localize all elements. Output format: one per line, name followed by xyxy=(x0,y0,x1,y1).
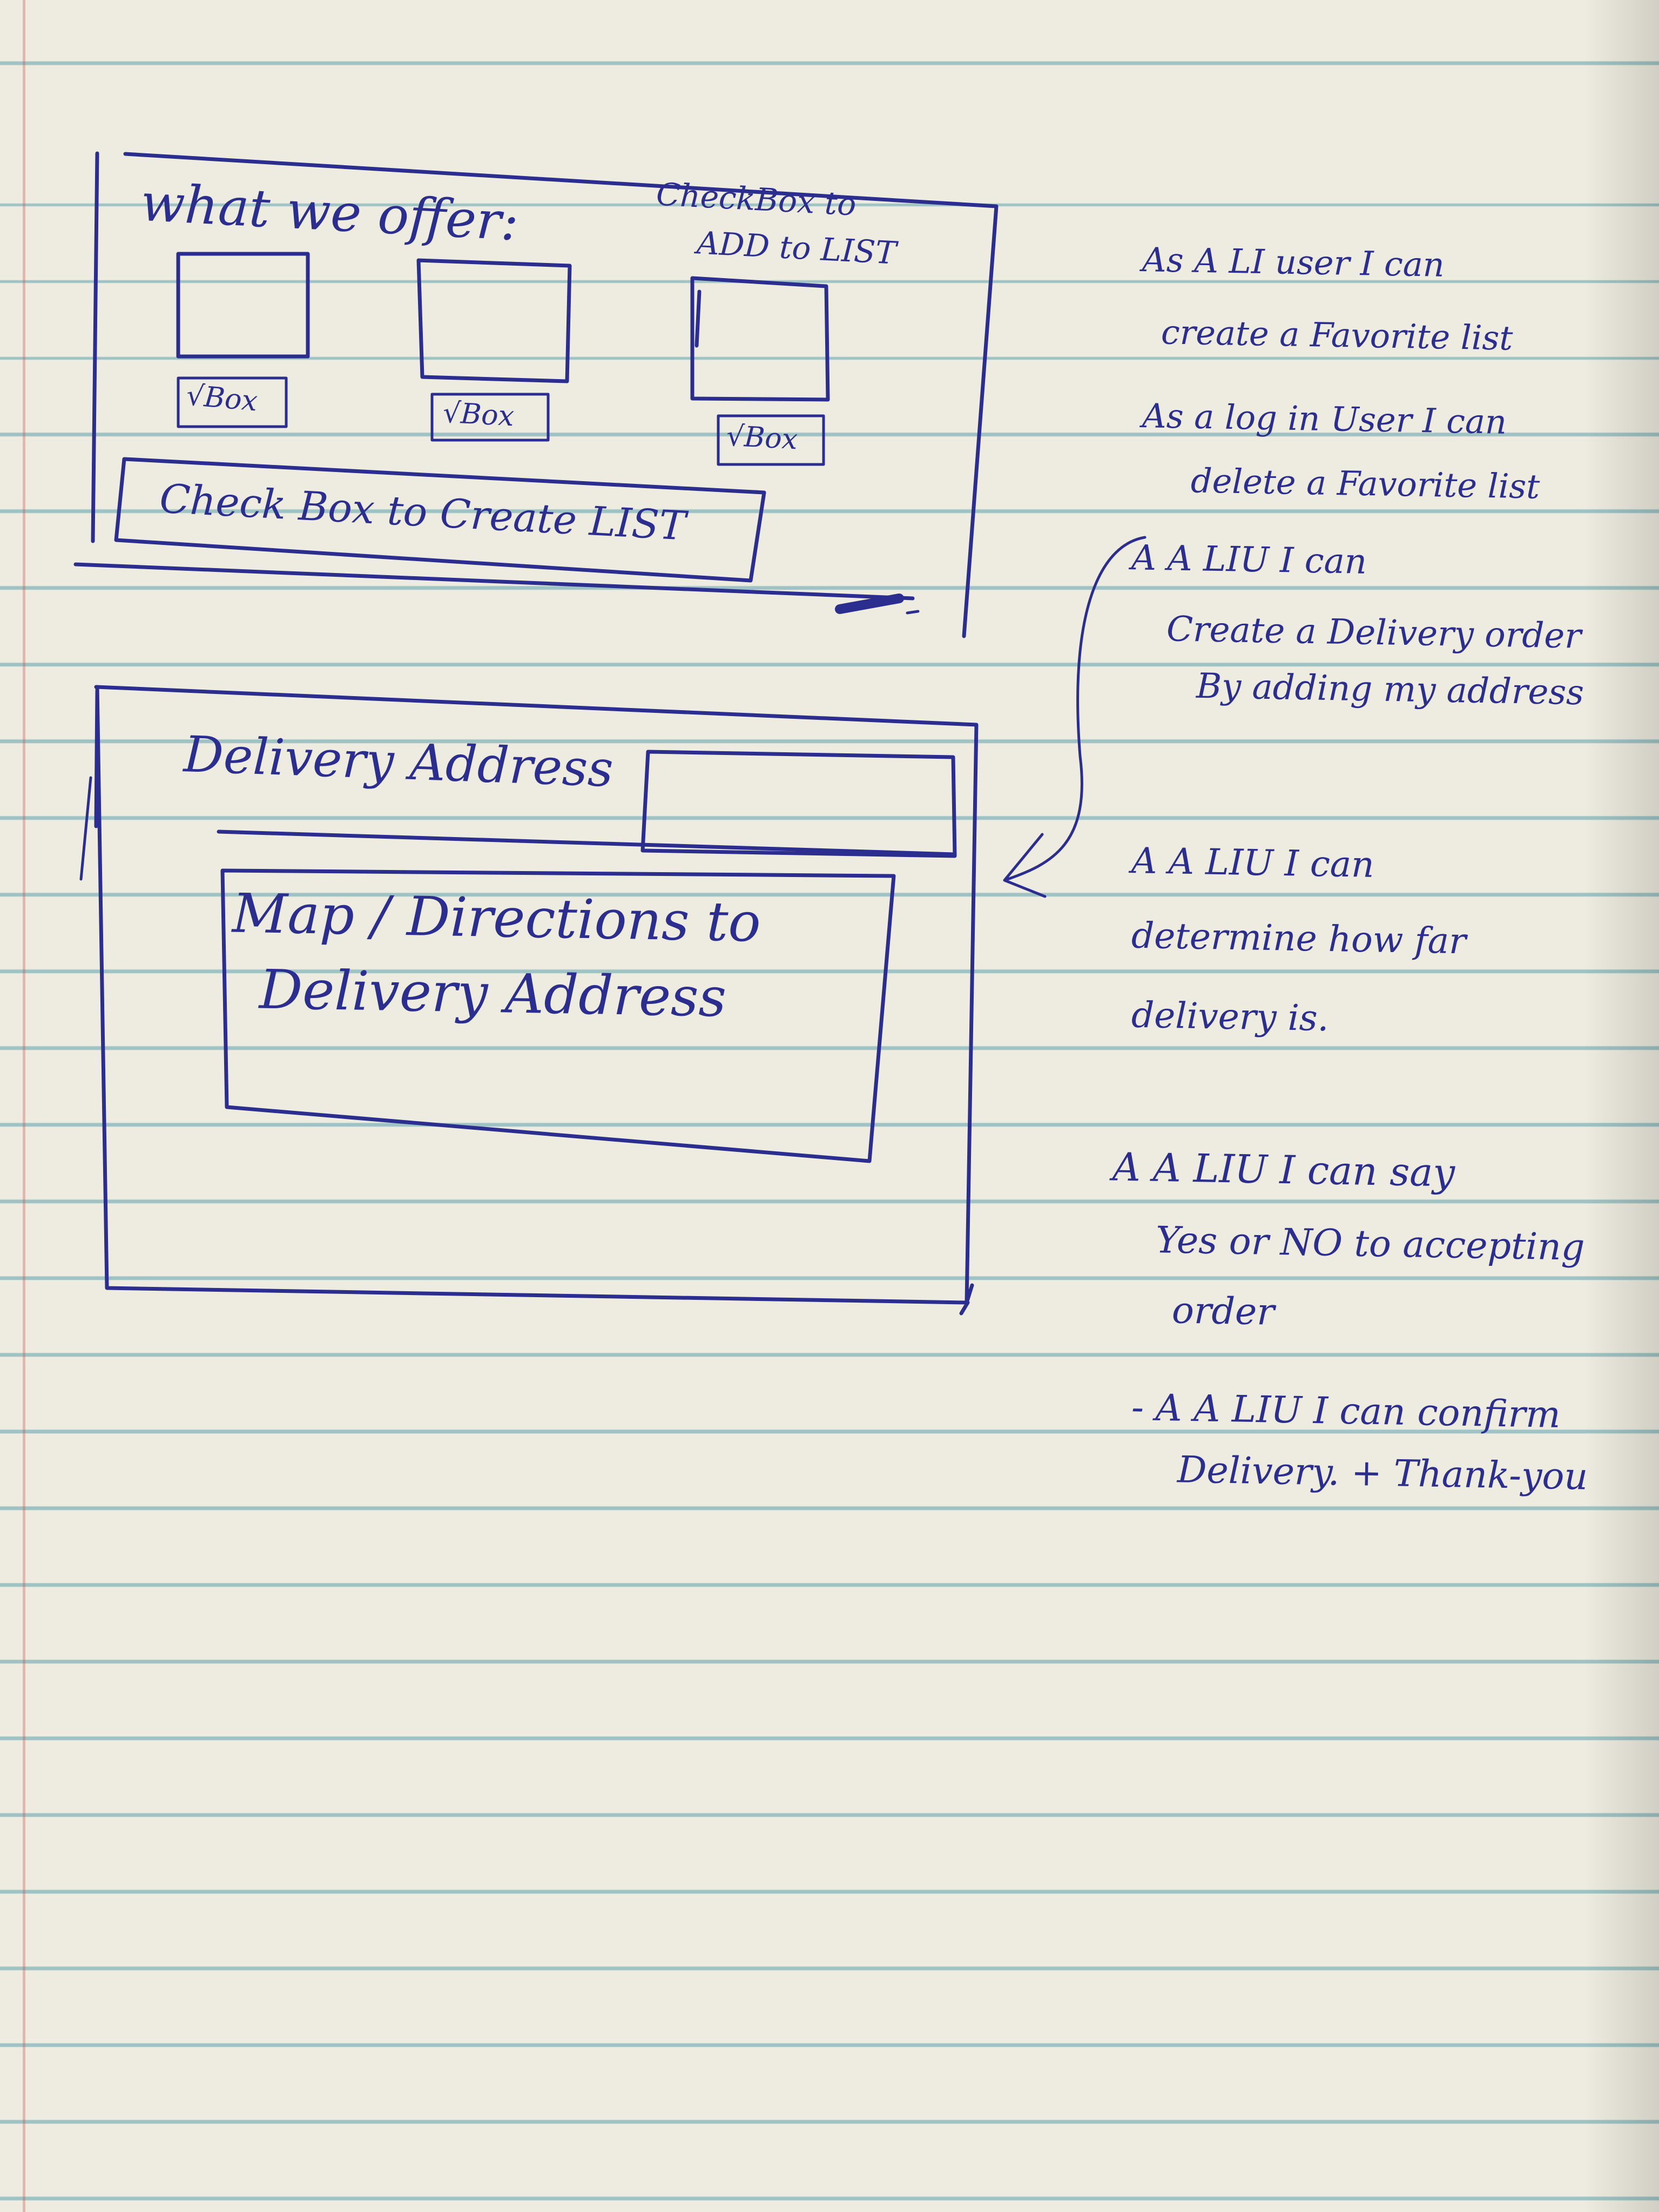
story-3-line-3: By adding my address xyxy=(1196,666,1584,713)
checkbox-1 xyxy=(177,376,288,428)
left-tick xyxy=(79,776,92,881)
checkbox-2 xyxy=(430,393,550,442)
map-label-line-1: Map / Directions to xyxy=(232,881,761,954)
map-box xyxy=(217,830,957,1163)
story-5-line-1: A A LIU I can say xyxy=(1112,1144,1455,1196)
story-1-line-2: create a Favorite list xyxy=(1161,312,1513,358)
ink-scribble xyxy=(835,594,904,614)
story-6-line-1: - A A LIU I can confirm xyxy=(1131,1386,1561,1437)
bottom-frame xyxy=(94,685,979,1316)
address-input xyxy=(640,750,957,858)
story-4-line-3: delivery is. xyxy=(1131,994,1330,1040)
story-6-line-2: Delivery. + Thank-you xyxy=(1177,1448,1588,1499)
product-box-1 xyxy=(176,252,310,359)
checkbox-label-3: √Box xyxy=(725,420,799,456)
checkbox-note-line-2: ADD to LIST xyxy=(696,224,898,272)
checkbox-label-2: √Box xyxy=(442,396,515,433)
story-2-line-2: delete a Favorite list xyxy=(1190,461,1540,507)
story-2-line-1: As a log in User I can xyxy=(1142,396,1507,442)
story-1-line-1: As A LI user I can xyxy=(1142,240,1445,285)
story-5-line-3: order xyxy=(1171,1289,1275,1334)
story-4-line-1: A A LIU I can xyxy=(1131,840,1375,886)
checkbox-note-line-1: CheckBox to xyxy=(655,176,858,223)
product-box-2 xyxy=(416,258,572,383)
map-label-line-2: Delivery Address xyxy=(259,957,727,1029)
story-3-line-2: Create a Delivery order xyxy=(1166,609,1582,657)
checkbox-3 xyxy=(717,414,825,466)
story-3-line-1: A A LIU I can xyxy=(1131,538,1367,582)
small-dash xyxy=(906,610,920,615)
top-frame xyxy=(73,151,999,638)
delivery-address-label: Delivery Address xyxy=(183,725,615,798)
story-5-line-2: Yes or NO to accepting xyxy=(1155,1219,1586,1269)
connector-arrow xyxy=(1003,536,1147,898)
create-list-bar xyxy=(114,457,766,583)
page-shadow xyxy=(1583,0,1659,2212)
story-4-line-2: determine how far xyxy=(1131,914,1467,962)
checkbox-label-1: √Box xyxy=(185,379,259,418)
product-box-3 xyxy=(690,276,830,402)
